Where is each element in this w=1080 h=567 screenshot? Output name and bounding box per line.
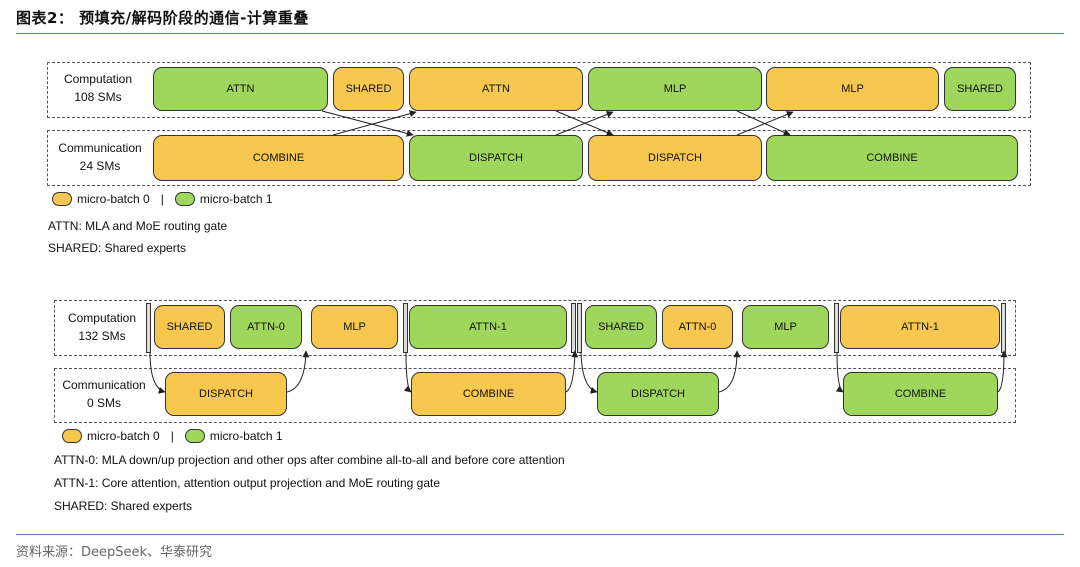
decode-comp-block: SHARED: [154, 305, 225, 349]
flow-arrow: [286, 350, 310, 393]
block-label: ATTN: [226, 83, 255, 95]
decode-comp-block: ATTN-0: [662, 305, 733, 349]
prefill-note: SHARED: Shared experts: [48, 241, 187, 255]
source-divider: [16, 534, 1064, 535]
block-label: MLP: [343, 321, 366, 333]
decode-note: ATTN-1: Core attention, attention output…: [54, 476, 441, 490]
prefill-comp-block: ATTN: [409, 67, 583, 111]
block-label: ATTN: [482, 83, 510, 95]
block-label: MLP: [663, 83, 687, 95]
decode-comm-block: DISPATCH: [597, 372, 719, 416]
decode-comp-block: MLP: [311, 305, 398, 349]
source-note: 资料来源：DeepSeek、华泰研究: [16, 545, 213, 560]
sm-count: 132 SMs: [78, 329, 126, 343]
decode-communication-label: Communication 0 SMs: [52, 376, 156, 412]
block-label: COMBINE: [894, 388, 947, 400]
flow-arrow: [149, 351, 166, 394]
prefill-comm-block: DISPATCH: [409, 135, 583, 181]
flow-arrow: [736, 111, 794, 136]
block-label: SHARED: [598, 321, 644, 333]
decode-legend: micro-batch 0 | micro-batch 1: [62, 429, 283, 443]
prefill-legend: micro-batch 0 | micro-batch 1: [52, 192, 273, 206]
flow-arrow: [997, 350, 1008, 393]
decode-computation-label: Computation 132 SMs: [56, 309, 148, 345]
decode-note: ATTN-0: MLA down/up projection and other…: [54, 453, 565, 467]
decode-communication-lane: [54, 368, 1016, 423]
block-label: DISPATCH: [631, 388, 685, 400]
block-label: ATTN-0: [678, 321, 717, 333]
block-label: COMBINE: [462, 388, 515, 400]
legend-separator: |: [170, 429, 174, 443]
micro-batch-1-swatch: [184, 429, 205, 443]
block-label: ATTN-0: [247, 321, 285, 333]
flow-arrow: [736, 110, 791, 136]
block-label: DISPATCH: [199, 388, 253, 400]
decode-comp-block: ATTN-0: [230, 305, 302, 349]
micro-batch-0-swatch: [52, 192, 72, 206]
lane-title: Communication: [58, 141, 142, 155]
sm-count: 108 SMs: [74, 90, 122, 104]
prefill-communication-lane: [47, 130, 1031, 186]
legend-label: micro-batch 1: [209, 429, 283, 443]
decode-comm-block: COMBINE: [411, 372, 566, 416]
block-label: SHARED: [166, 321, 213, 333]
flow-arrow: [580, 351, 598, 394]
micro-batch-1-swatch: [174, 192, 195, 206]
block-label: ATTN-1: [901, 321, 939, 333]
decode-comp-block: ATTN-1: [840, 305, 1000, 349]
legend-label: micro-batch 1: [199, 192, 273, 206]
decode-note: SHARED: Shared experts: [54, 499, 193, 513]
prefill-comp-block: ATTN: [153, 67, 328, 111]
block-label: DISPATCH: [469, 152, 523, 164]
lane-title: Computation: [67, 311, 137, 325]
decode-comp-block: ATTN-1: [409, 305, 567, 349]
block-label: COMBINE: [252, 152, 305, 164]
flow-arrow: [718, 350, 741, 393]
block-label: SHARED: [957, 83, 1003, 95]
prefill-computation-lane: [47, 62, 1031, 118]
sm-count: 0 SMs: [86, 396, 121, 410]
decode-comp-block: SHARED: [585, 305, 657, 349]
sync-barrier: [834, 303, 839, 353]
lane-title: Computation: [63, 72, 133, 86]
block-label: ATTN-1: [469, 321, 507, 333]
decode-comm-block: COMBINE: [843, 372, 998, 416]
prefill-comp-block: MLP: [588, 67, 762, 111]
prefill-comm-block: COMBINE: [153, 135, 404, 181]
prefill-comp-block: SHARED: [944, 67, 1016, 111]
legend-label: micro-batch 0: [77, 192, 150, 206]
legend-label: micro-batch 0: [87, 429, 160, 443]
prefill-comm-block: COMBINE: [766, 135, 1018, 181]
prefill-comp-block: MLP: [766, 67, 939, 111]
sync-barrier: [577, 303, 582, 353]
flow-arrow: [555, 110, 614, 136]
block-label: COMBINE: [866, 152, 918, 164]
decode-comp-block: MLP: [742, 305, 829, 349]
block-label: SHARED: [345, 83, 392, 95]
flow-arrow: [332, 110, 417, 136]
prefill-computation-label: Computation 108 SMs: [50, 70, 146, 106]
decode-comm-block: DISPATCH: [165, 372, 287, 416]
prefill-communication-label: Communication 24 SMs: [48, 139, 152, 175]
decode-computation-lane: [54, 300, 1016, 356]
title-divider: [16, 33, 1064, 34]
block-label: MLP: [841, 83, 864, 95]
sync-barrier: [146, 303, 151, 353]
block-label: MLP: [774, 321, 797, 333]
sm-count: 24 SMs: [79, 159, 121, 173]
block-label: DISPATCH: [648, 152, 702, 164]
flow-arrow: [835, 351, 844, 393]
flow-arrow: [321, 110, 414, 137]
figure-title: 图表2： 预填充/解码阶段的通信-计算重叠: [16, 9, 309, 27]
flow-arrow: [403, 351, 412, 393]
flow-arrow: [565, 350, 579, 393]
prefill-comp-block: SHARED: [333, 67, 404, 111]
prefill-note: ATTN: MLA and MoE routing gate: [48, 219, 228, 233]
lane-title: Communication: [62, 378, 146, 392]
legend-separator: |: [160, 192, 164, 206]
prefill-comm-block: DISPATCH: [588, 135, 762, 181]
micro-batch-0-swatch: [62, 429, 82, 443]
